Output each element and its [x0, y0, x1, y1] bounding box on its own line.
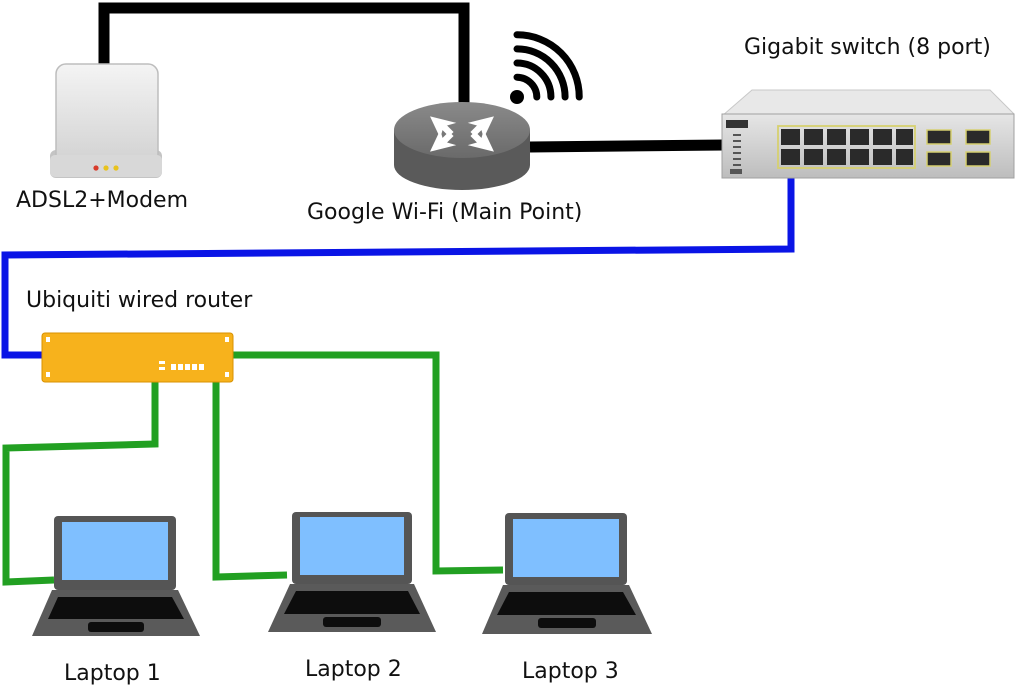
adsl-modem-device [50, 63, 162, 178]
laptop-1-label: Laptop 1 [64, 661, 161, 686]
laptop-3-device [482, 513, 652, 634]
switch-label: Gigabit switch (8 port) [744, 35, 991, 60]
ubiquiti-router-device [41, 332, 234, 383]
cable-modem-to-wifi [98, 2, 470, 112]
wifi-router-device [394, 102, 530, 190]
cable-wifi-to-switch [529, 139, 725, 153]
router-label: Ubiquiti wired router [26, 288, 253, 313]
laptop-2-device [268, 512, 436, 632]
cable-router-to-laptop2 [212, 380, 288, 581]
cable-router-to-laptop1 [2, 380, 159, 586]
laptop-1-device [32, 516, 200, 636]
modem-label: ADSL2+Modem [16, 188, 189, 213]
gigabit-switch-device [721, 89, 1015, 179]
laptop-3-label: Laptop 3 [522, 659, 619, 684]
cable-switch-to-router [1, 160, 795, 359]
wifi-signal-icon [510, 31, 583, 104]
cable-router-to-laptop3 [230, 351, 504, 575]
wifi-label: Google Wi-Fi (Main Point) [307, 200, 583, 225]
laptop-2-label: Laptop 2 [305, 657, 402, 682]
